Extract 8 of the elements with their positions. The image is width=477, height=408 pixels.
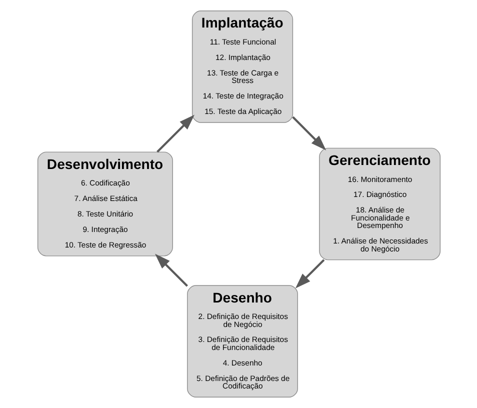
arrow — [156, 114, 194, 153]
arrow — [292, 116, 326, 150]
arrow — [294, 259, 324, 288]
node-box: Desenho 2. Definição de Requisitos de Negócio 3. Definição de Requisitos de Funcionalidade 4. Desenho 5. Definição de Padrões de Codificação — [186, 285, 298, 398]
node-box: Implantação 11. Teste Funcional 12. Implantação 13. Teste de Carga e Stress 14. Teste de Integração 15. Teste da Aplicação — [191, 10, 293, 123]
node-box: Gerenciamento 16. Monitoramento 17. Diagnóstico 18. Análise de Funcionalidade e Desempenho 1. Análise de Necessidades do Negócio — [318, 148, 440, 260]
arrow — [154, 254, 188, 287]
node-box: Desenvolvimento 6. Codificação 7. Análise Estática 8. Teste Unitário 9. Integração 10. Teste de Regressão — [36, 152, 172, 256]
